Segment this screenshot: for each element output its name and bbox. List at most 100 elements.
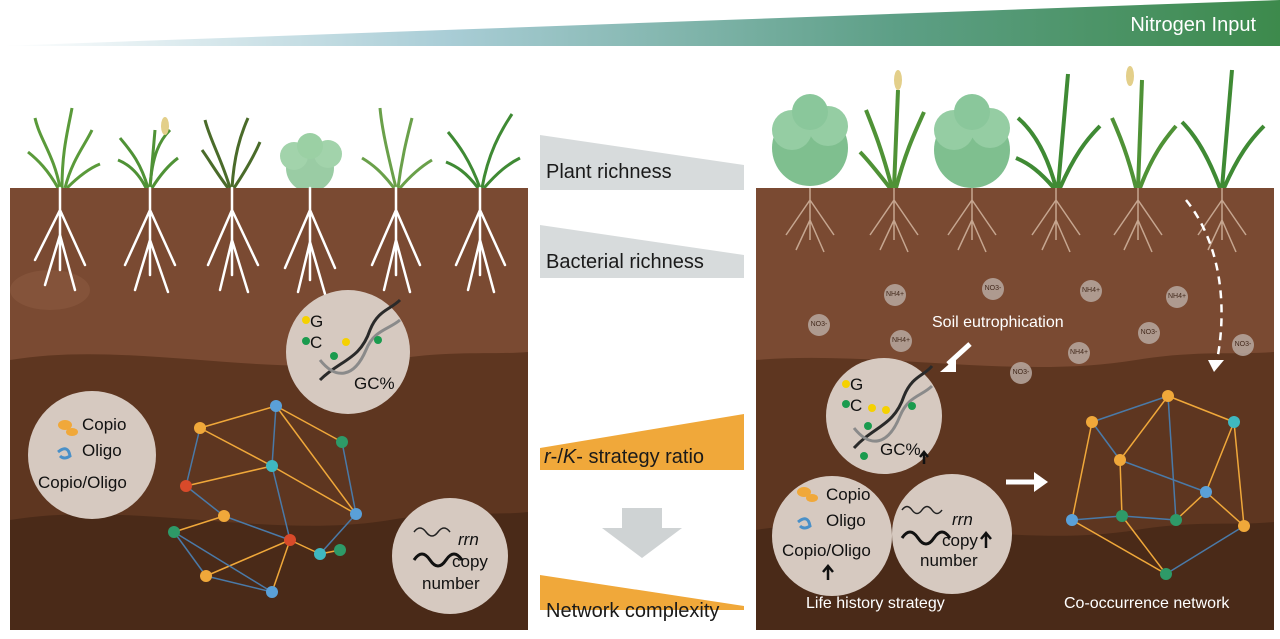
strategy-ratio-wedge (540, 414, 744, 470)
network-edge (271, 539, 291, 593)
microbe-node-icon (266, 586, 278, 598)
low-nitrogen-scene (10, 107, 528, 630)
network-edge (199, 405, 277, 429)
nutrient-ion-icon: NO3- (1010, 362, 1032, 384)
network-edge (173, 531, 207, 577)
plant-grass-4 (445, 113, 521, 189)
network-edge (1175, 491, 1207, 521)
network-edge (185, 427, 201, 487)
high-nitrogen-panel: NH4+NO3-NH4+NH4+NO3-NH4+NO3-NH4+NO3-NO3-… (756, 60, 1274, 630)
network-edge (1205, 421, 1235, 493)
nutrient-ion-icon: NH4+ (1080, 280, 1102, 302)
network-edge (319, 513, 357, 555)
life-history-caption: Life history strategy (806, 595, 945, 612)
arrow-head-icon (1208, 360, 1224, 372)
network-edge (275, 405, 343, 443)
oligo-bacteria-icon (57, 447, 72, 460)
network-edge (1165, 525, 1245, 575)
network-edge (1071, 519, 1167, 575)
copio-bacteria-icon (66, 428, 78, 436)
soil-patch (10, 270, 90, 310)
network-edge (1071, 515, 1123, 521)
plant-richness-label: Plant richness (546, 161, 672, 183)
oligo-bacteria-icon (797, 517, 812, 530)
plant-grass-tall-3 (1110, 79, 1178, 189)
network-edge (1205, 491, 1245, 527)
nutrient-ion-icon: NO3- (808, 314, 830, 336)
nutrient-ion-icon: NH4+ (1068, 342, 1090, 364)
plant-grass-1 (27, 107, 101, 190)
microbe-node-icon (1162, 390, 1174, 402)
base-dot (860, 452, 868, 460)
nutrient-ion-icon: NH4+ (884, 284, 906, 306)
microbe-node-icon (180, 480, 192, 492)
arrow-head-icon (1034, 472, 1048, 492)
microbe-node-icon (1228, 416, 1240, 428)
plant-legume-large (772, 94, 848, 186)
microbe-node-icon (1114, 454, 1126, 466)
microbe-node-icon (350, 508, 362, 520)
soil-eutrophication-label: Soil eutrophication (932, 314, 1064, 331)
plant-richness-wedge (540, 135, 744, 190)
network-edge (1091, 395, 1169, 423)
increase-arrow-icon (980, 531, 992, 548)
network-edge (1119, 459, 1207, 493)
gc-c-label: C (310, 333, 323, 352)
microbe-node-icon (1086, 416, 1098, 428)
network-edge (1091, 421, 1121, 461)
network-edge (1233, 421, 1245, 527)
network-edge (1119, 395, 1169, 461)
plant-grass-3 (361, 107, 433, 189)
network-edge (185, 485, 225, 517)
microbe-node-icon (218, 510, 230, 522)
base-dot (374, 336, 382, 344)
root-system-shallow (785, 188, 1247, 253)
gc-content-circle (286, 290, 410, 414)
seed-head (161, 117, 169, 135)
microbe-node-icon (168, 526, 180, 538)
rrn-large-wave-icon (412, 552, 464, 568)
gc-g-label: G (850, 375, 864, 394)
c-dot-icon (842, 400, 850, 408)
network-complexity-wedge (540, 575, 744, 610)
microbe-node-icon (1170, 514, 1182, 526)
network-edge (1121, 515, 1177, 521)
plant-legume (280, 133, 342, 192)
copio-bacteria-icon (797, 487, 811, 497)
dna-helix-icon (852, 364, 934, 450)
microbe-node-icon (336, 436, 348, 448)
copio-oligo-circle (772, 476, 892, 596)
microbe-node-icon (266, 460, 278, 472)
seed-head (1126, 66, 1134, 86)
microbe-node-icon (270, 400, 282, 412)
microbe-node-icon (1116, 510, 1128, 522)
network-edge (205, 539, 291, 577)
co-occurrence-caption: Co-occurrence network (1064, 595, 1230, 612)
c-dot-icon (302, 337, 310, 345)
network-edge (223, 515, 291, 541)
seed-head (894, 70, 902, 90)
plant-legume-large-2 (934, 94, 1010, 188)
plant-grass-tall-2 (1015, 73, 1102, 190)
low-nitrogen-panel: G C GC% Copio Oligo Copio/Oligo rrn copy… (10, 60, 528, 630)
nutrient-ion-icon: NO3- (1232, 334, 1254, 356)
microbe-node-icon (1200, 486, 1212, 498)
base-dot (908, 402, 916, 410)
gc-percent-label: GC% (880, 440, 921, 459)
dna-helix-icon (318, 298, 402, 382)
nutrient-ion-icon: NO3- (1138, 322, 1160, 344)
bacterial-richness-wedge (540, 225, 744, 278)
down-arrow-icon (602, 508, 682, 558)
copio-bacteria-icon (58, 420, 72, 430)
microbe-node-icon (194, 422, 206, 434)
middle-trend-shapes (540, 135, 744, 610)
plant-grass-tall-4 (1180, 69, 1266, 189)
root-system (33, 186, 507, 296)
base-dot (330, 352, 338, 360)
microbe-node-icon (284, 534, 296, 546)
gc-percent-label: GC% (354, 374, 395, 393)
network-edge (1121, 515, 1167, 575)
nitrogen-input-label: Nitrogen Input (1130, 14, 1256, 36)
number-label: number (920, 551, 978, 570)
microbe-node-icon (334, 544, 346, 556)
